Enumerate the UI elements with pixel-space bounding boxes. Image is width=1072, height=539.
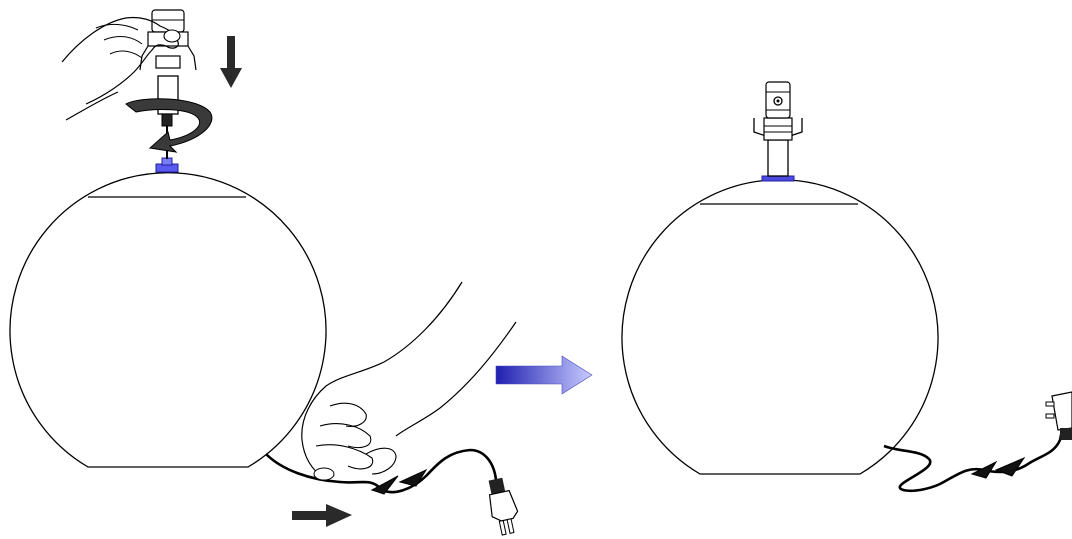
down-arrow-icon [220, 36, 242, 88]
transition-arrow-icon [495, 355, 593, 395]
plug-left [488, 477, 519, 536]
socket-assembly-left [139, 9, 197, 127]
plug-right [1045, 391, 1072, 440]
rotate-arrow-icon [125, 98, 213, 153]
power-cord-right [883, 391, 1072, 493]
right-arrow-icon [292, 504, 352, 527]
socket-assembly-right [753, 81, 803, 177]
lamp-globe-left [9, 172, 327, 468]
step-2-panel [621, 81, 1072, 493]
step-1-panel [9, 9, 519, 536]
lamp-globe-right [621, 179, 939, 475]
hand-bottom [301, 281, 517, 481]
hand-top [61, 16, 181, 121]
base-fitting-left [155, 157, 179, 173]
base-fitting-right [761, 175, 795, 182]
